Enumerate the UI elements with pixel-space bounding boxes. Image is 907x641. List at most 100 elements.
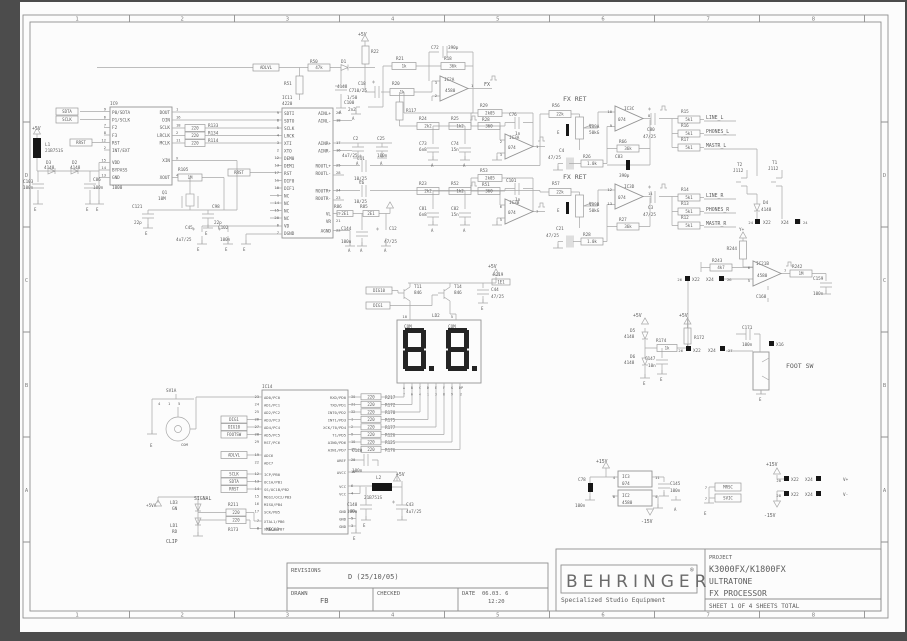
component-value: SDTA	[229, 479, 239, 484]
schematic-label: A	[380, 161, 383, 166]
schematic-label: C83	[615, 154, 623, 160]
schematic-label: E	[205, 231, 208, 236]
schematic-label: 22p	[214, 220, 222, 226]
component-box	[491, 278, 511, 286]
schematic-label: 12	[274, 155, 279, 160]
schematic-label: 20	[776, 478, 781, 483]
schematic-label: R13	[681, 201, 689, 207]
segment	[448, 366, 467, 371]
component-value: 47k	[315, 65, 323, 70]
schematic-label: E	[557, 130, 560, 135]
ic14-mcu-box	[261, 389, 349, 535]
schematic-label: R57	[552, 181, 560, 187]
component-box	[220, 430, 248, 439]
schematic-label: C102	[218, 225, 229, 231]
schematic-label: 10	[402, 314, 407, 319]
schematic-label: ROUTR-	[315, 196, 331, 202]
schematic-label: R23	[419, 181, 427, 187]
schematic-label: AREF	[337, 458, 347, 463]
schematic-label: 17	[255, 510, 259, 514]
component-value: DIG10	[373, 288, 386, 293]
schematic-label: ICP/PB0	[264, 472, 281, 477]
component-box	[55, 107, 79, 116]
date-value: 06.03. 6	[482, 591, 509, 597]
schematic-label: 21	[351, 509, 355, 513]
schematic-label: 15	[101, 158, 106, 163]
project-name: K3000FX/K1800FX	[709, 565, 787, 575]
schematic-label: VR9B	[589, 202, 600, 208]
component-value: 220	[367, 447, 375, 452]
schematic-label: LD1	[170, 523, 178, 529]
schematic-label: IC14	[262, 384, 273, 390]
schematic-label: X24	[805, 492, 813, 498]
revisions-block: REVISIONS D (25/10/05) DRAWN FB CHECKED …	[286, 562, 549, 612]
component-box	[616, 222, 640, 231]
schematic-label: X22	[693, 348, 701, 354]
component-box	[395, 101, 404, 121]
component-value: 220	[232, 518, 240, 523]
component-box	[365, 301, 391, 310]
component-value: 1k2	[456, 189, 464, 194]
schematic-label: R16	[681, 123, 689, 129]
schematic-label: MISO/PB4	[264, 502, 283, 507]
component-box	[714, 482, 742, 492]
schematic-label: 4148	[70, 165, 81, 171]
schematic-label: F2	[112, 125, 118, 131]
component-value: 220	[367, 410, 375, 415]
schematic-label: 100n	[93, 185, 104, 191]
component-value: 2E1	[341, 211, 349, 216]
schematic-label: AD1/PC1	[264, 403, 281, 408]
grid-col-label: 1	[75, 17, 78, 23]
schematic-label: +5V	[633, 313, 642, 319]
schematic-label: R117	[406, 108, 417, 114]
schematic-label: A	[356, 161, 359, 166]
schematic-label: SCK/PB5	[264, 510, 280, 515]
schematic-label: 23	[255, 395, 259, 399]
schematic-label: E	[643, 381, 646, 386]
grid-col-label: 6	[601, 613, 604, 619]
component-value: ADLVL	[260, 65, 273, 70]
schematic-label: VCC	[339, 484, 346, 489]
registered-mark: ®	[690, 567, 694, 574]
schematic-label: 8	[648, 113, 651, 118]
sheet-info: SHEET 1 OF 4 SHEETS TOTAL	[709, 603, 800, 610]
schematic-label: 14	[274, 200, 279, 205]
schematic-label: 24	[803, 220, 808, 225]
schematic-label: L1	[45, 142, 51, 148]
schematic-label: R51	[284, 81, 292, 87]
schematic-label: COM	[181, 442, 189, 447]
schematic-label: FX	[484, 82, 490, 88]
schematic-label: X	[176, 156, 179, 161]
schematic-label: R211	[228, 502, 239, 508]
schematic-label: D5	[630, 328, 636, 334]
grid-row-label: D	[883, 173, 886, 179]
schematic-label: GND	[339, 517, 347, 522]
schematic-label: 7	[257, 519, 259, 523]
schematic-label: DEM0	[284, 156, 295, 162]
schematic-label: C171	[742, 325, 753, 331]
schematic-label: 074	[508, 210, 516, 216]
schematic-label: 5	[277, 125, 279, 130]
schematic-label: 4148	[761, 207, 772, 213]
segment	[405, 366, 424, 371]
schematic-label: LRCLK	[157, 133, 170, 139]
schematic-label: R50	[310, 59, 318, 65]
schematic-label: IC3	[622, 474, 630, 480]
schematic-label: 1n	[515, 131, 521, 137]
schematic-label: +5V	[396, 472, 405, 478]
schematic-label: L2	[376, 475, 382, 481]
component-value: SCLK	[229, 472, 239, 477]
schematic-label: VCC	[339, 492, 346, 497]
schematic-label: 4148	[337, 84, 348, 90]
schematic-label: 12	[255, 472, 259, 476]
schematic-label: R125	[385, 440, 396, 446]
component-value: 220	[367, 440, 375, 445]
schematic-label: R174	[656, 338, 667, 344]
schematic-label: 26	[727, 277, 732, 282]
schematic-label: 4580	[445, 88, 456, 94]
schematic-label: C86	[93, 177, 101, 183]
grid-row-label: B	[883, 383, 887, 389]
schematic-label: AGND	[321, 229, 332, 235]
component-box	[55, 115, 79, 124]
schematic-label: X22	[763, 220, 771, 226]
